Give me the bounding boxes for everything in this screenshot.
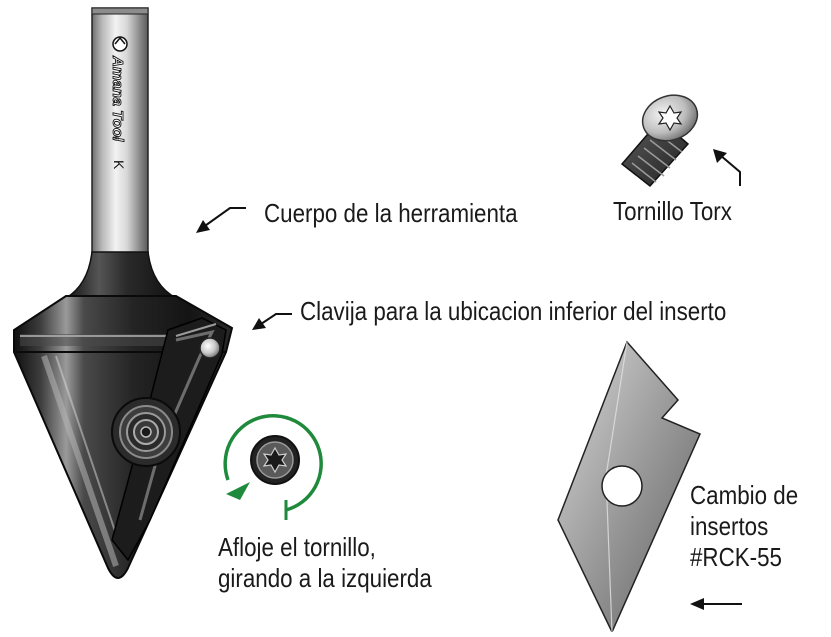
shank-brand-text: Amana Tool	[109, 55, 126, 142]
insert-line-3: #RCK-55	[690, 542, 782, 572]
tool-shank: Amana Tool ® K	[91, 7, 149, 259]
torx-screw-label: Tornillo Torx	[613, 196, 732, 226]
torx-screw-icon	[620, 94, 699, 188]
tool-neck	[63, 251, 177, 299]
pin-arrow	[257, 313, 292, 327]
torx-arrow	[719, 154, 741, 186]
insert-hole	[601, 465, 643, 507]
loosen-instruction-label: Afloje el tornillo, girando a la izquier…	[218, 532, 432, 594]
carbide-insert-icon	[557, 340, 701, 634]
loosen-line-2: girando a la izquierda	[218, 563, 432, 593]
insert-change-label: Cambio de insertos #RCK-55	[690, 480, 798, 573]
pointer-arrows	[196, 149, 742, 610]
shank-k-mark: K	[111, 160, 127, 170]
body-screw-icon	[111, 397, 181, 467]
tool-body-label: Cuerpo de la herramienta	[264, 198, 518, 228]
shank-registered-text: ®	[111, 135, 120, 141]
loosen-line-1: Afloje el tornillo,	[218, 532, 376, 562]
insert-line-1: Cambio de	[690, 480, 799, 510]
pin-label: Clavija para la ubicacion inferior del i…	[300, 296, 727, 326]
tool-body-arrow	[201, 207, 246, 229]
rotate-counterclockwise-icon	[223, 414, 323, 512]
locating-pin-icon	[199, 337, 221, 359]
loosen-screw-diagram	[223, 414, 323, 520]
router-bit-icon: Amana Tool ® K	[13, 7, 234, 579]
insert-line-2: insertos	[690, 511, 769, 541]
